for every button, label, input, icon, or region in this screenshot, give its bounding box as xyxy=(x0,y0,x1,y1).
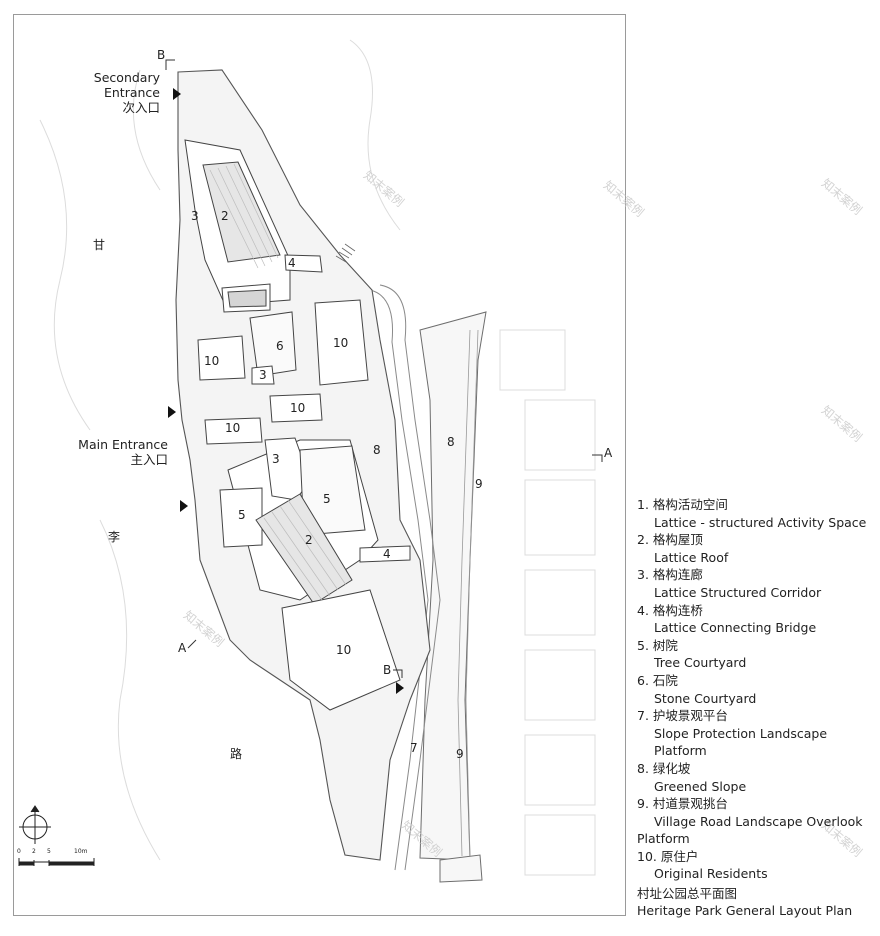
context-building xyxy=(524,569,596,636)
plan-number: 8 xyxy=(373,443,381,457)
bridge-south xyxy=(359,545,411,563)
plan-number: 10 xyxy=(290,401,306,415)
scale-bar xyxy=(18,858,95,866)
roof-lattice-lines xyxy=(209,163,279,269)
section-mark-b-bottom xyxy=(393,669,403,678)
plan-number: 10 xyxy=(336,643,352,657)
resident-block-w xyxy=(197,335,246,381)
street-name: 路 xyxy=(230,747,243,761)
overlook-end xyxy=(439,854,483,883)
main-entrance-label: Main Entrance 主入口 xyxy=(78,437,168,467)
plan-number: 10 xyxy=(204,354,220,368)
plan-number: 6 xyxy=(276,339,284,353)
context-building xyxy=(499,329,566,391)
tree-court-west xyxy=(219,487,263,548)
scale-label: 10m xyxy=(74,848,88,855)
stair xyxy=(335,243,356,263)
context-contour xyxy=(349,39,401,231)
entrance-arrows xyxy=(168,88,404,694)
context-building xyxy=(524,649,596,721)
resident-block-sw xyxy=(204,417,263,445)
plan-number: 3 xyxy=(272,452,280,466)
context-building xyxy=(524,479,596,556)
resident-block-s xyxy=(281,589,401,711)
north-arrow-icon xyxy=(19,805,51,844)
corridor-node xyxy=(251,365,275,385)
street-name: 李 xyxy=(108,530,121,544)
lattice-roof-south xyxy=(255,493,353,605)
stone-courtyard xyxy=(249,311,297,377)
context-contour xyxy=(39,119,91,431)
caption-en: Heritage Park General Layout Plan xyxy=(637,903,853,918)
plan-number: 5 xyxy=(238,508,246,522)
resident-block-c xyxy=(269,393,323,423)
lattice-roof-north xyxy=(202,161,281,263)
plan-number: 10 xyxy=(225,421,241,435)
overlook-edge xyxy=(457,329,471,857)
plan-number: 10 xyxy=(333,336,349,350)
scale-label: 5 xyxy=(47,848,51,855)
scale-label: 2 xyxy=(32,848,36,855)
plan-number: 3 xyxy=(259,368,267,382)
context-building xyxy=(524,734,596,806)
plan-number: 2 xyxy=(221,209,229,223)
plan-number: 9 xyxy=(456,747,464,761)
overlook-edge xyxy=(465,329,479,857)
section-mark-label: B xyxy=(383,663,392,677)
bridge-north xyxy=(284,254,323,273)
drawing-caption: 村址公园总平面图 Heritage Park General Layout Pl… xyxy=(637,885,852,919)
scale-label: 0 xyxy=(17,848,21,855)
village-road-edge xyxy=(369,289,429,871)
context-building xyxy=(524,399,596,471)
section-mark-b-top xyxy=(165,59,175,70)
plan-number: 7 xyxy=(410,741,418,755)
roof-lattice-lines xyxy=(263,499,347,601)
plan-number: 9 xyxy=(475,477,483,491)
context-contour xyxy=(99,519,161,861)
section-mark-label: A xyxy=(604,446,613,460)
plan-number: 2 xyxy=(305,533,313,547)
plan-number: 5 xyxy=(323,492,331,506)
context-contour xyxy=(132,69,161,191)
plan-number: 8 xyxy=(447,435,455,449)
caption-cn: 村址公园总平面图 xyxy=(637,886,738,901)
context-building xyxy=(524,814,596,876)
village-road-edge xyxy=(379,284,441,871)
court-inner xyxy=(227,289,267,308)
section-mark-label: B xyxy=(157,48,166,62)
plan-number: 4 xyxy=(288,256,296,270)
section-mark-label: A xyxy=(178,641,187,655)
resident-block-ne xyxy=(314,299,369,386)
plan-number: 4 xyxy=(383,547,391,561)
section-mark-a-right xyxy=(592,454,603,462)
drawing-frame xyxy=(13,14,626,916)
secondary-entrance-label: Secondary Entrance 次入口 xyxy=(93,70,160,115)
street-name: 甘 xyxy=(93,238,106,252)
section-mark-a-left xyxy=(187,639,197,649)
plan-number: 3 xyxy=(191,209,199,223)
